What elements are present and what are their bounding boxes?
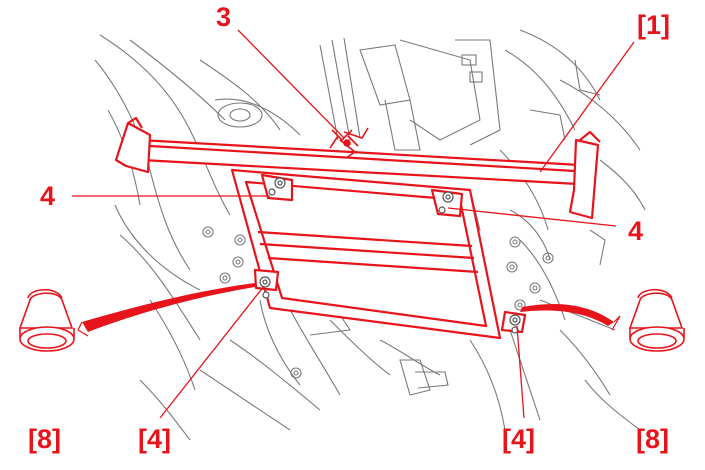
leader-3	[237, 29, 345, 139]
leader-1	[539, 41, 635, 173]
left-end-tab	[127, 116, 143, 129]
left-cover-cap	[18, 288, 75, 352]
left-end-bracket	[114, 121, 152, 174]
right-end-bracket	[568, 138, 600, 220]
callout-8-right: [8]	[636, 424, 669, 454]
leader-4-bottom-right	[516, 325, 525, 419]
clip-part	[329, 127, 369, 159]
frame-brace	[114, 116, 601, 340]
right-sweep	[520, 303, 614, 326]
leader-lines	[72, 29, 635, 419]
callout-4-bottom-right: [4]	[502, 424, 535, 454]
lower-frame-inner	[244, 180, 488, 328]
callout-4-bottom-left: [4]	[138, 424, 171, 454]
leader-4-bottom-left	[159, 285, 265, 419]
callout-4-right: 4	[628, 216, 644, 246]
callout-4-left: 4	[40, 181, 56, 211]
cover-sweep-brackets	[77, 315, 621, 337]
lower-frame-crossbar-lower	[267, 256, 479, 274]
lower-frame-outer	[230, 168, 502, 340]
left-sweep	[82, 283, 255, 332]
callout-8-left: [8]	[28, 424, 61, 454]
leader-4-right	[447, 207, 617, 227]
top-crossbar-inner	[149, 144, 576, 173]
cover-sweep-arrows	[82, 283, 614, 332]
right-end-tab	[579, 130, 601, 143]
frame-bolts	[259, 177, 521, 334]
lower-frame-crossbar-upper	[257, 230, 475, 260]
callout-3: 3	[216, 2, 232, 32]
top-crossbar	[138, 138, 582, 186]
callout-1: [1]	[637, 10, 670, 40]
right-cover-cap	[628, 288, 685, 352]
